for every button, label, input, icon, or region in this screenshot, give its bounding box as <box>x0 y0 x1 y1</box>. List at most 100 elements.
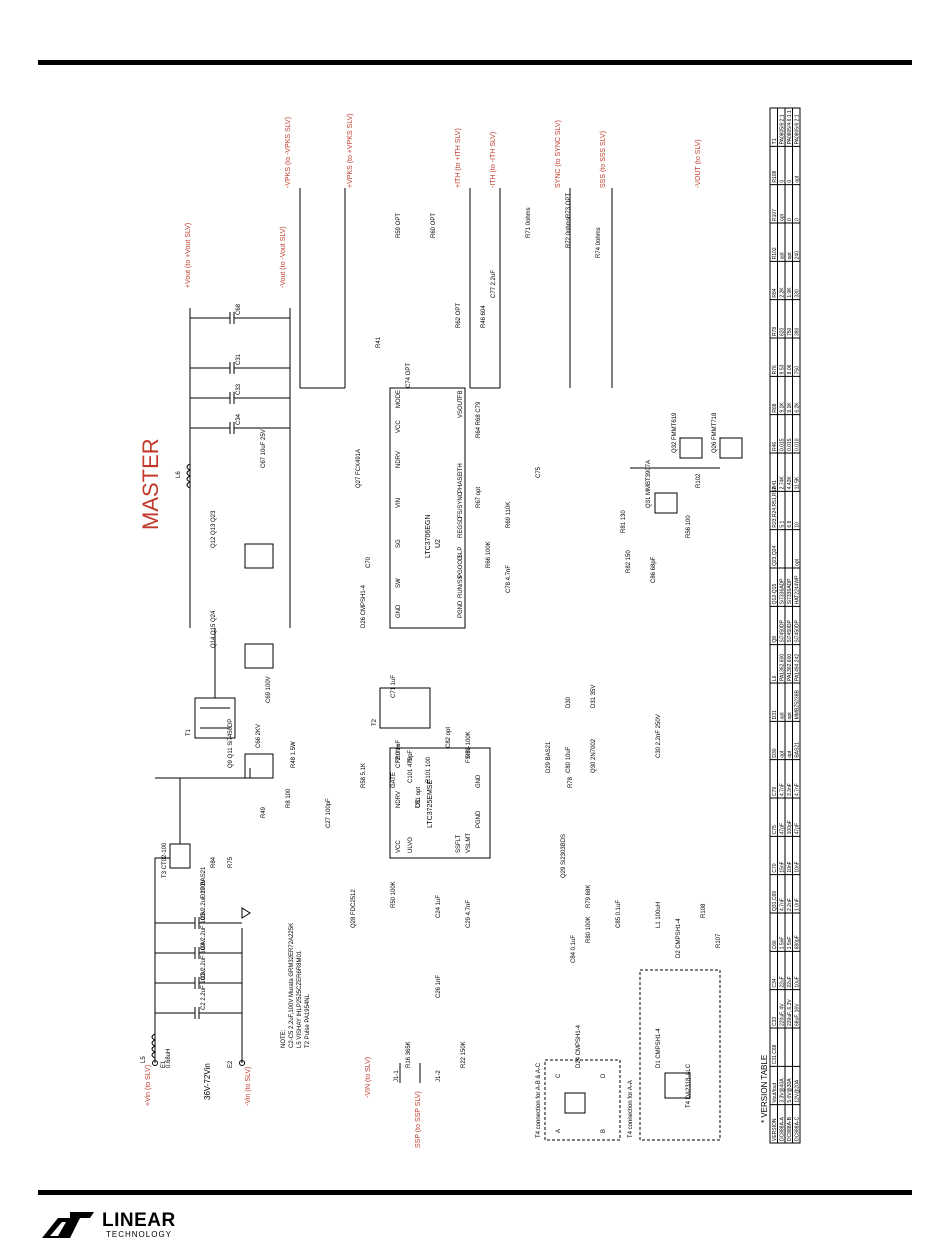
master-title: MASTER <box>138 438 163 530</box>
svg-text:ULVO: ULVO <box>408 837 414 853</box>
svg-text:C81 opt: C81 opt <box>416 787 422 808</box>
version-table-header: R102 <box>772 247 778 259</box>
input-range-label: 36V-72Vin <box>203 1063 212 1100</box>
version-table-header: C34 <box>772 978 778 987</box>
version-table-cell: PA0805/4:6:1:1 <box>787 110 793 144</box>
svg-text:D: D <box>601 1073 607 1078</box>
svg-text:VSOUT: VSOUT <box>458 397 464 418</box>
svg-text:T3 CT02-100: T3 CT02-100 <box>162 842 168 878</box>
version-table-cell: 1.5nF <box>780 937 786 950</box>
svg-text:C4 2.2uF 100V: C4 2.2uF 100V <box>201 910 207 950</box>
svg-text:R75: R75 <box>228 856 234 868</box>
u1-controller: U1 LTC3725EMSE FB/IN+ FS/IN- GND PGND VS… <box>389 744 491 859</box>
version-table-cell: Si7450DP <box>795 619 801 642</box>
svg-text:FS/IN-: FS/IN- <box>466 746 472 763</box>
svg-text:D27 BAS21: D27 BAS21 <box>201 866 207 898</box>
version-table-cell: 10 <box>795 522 801 528</box>
version-table: * VERSION TABLE VERSIONVout/IoutC31,C68C… <box>760 107 801 1144</box>
version-table-cell: 750 <box>787 327 793 336</box>
svg-text:R74 0ohms: R74 0ohms <box>596 227 602 258</box>
brand-name: LINEAR <box>102 1210 176 1231</box>
version-table-cell: 11.5K <box>795 476 801 489</box>
svg-text:R102: R102 <box>696 473 702 488</box>
svg-text:VSLMT: VSLMT <box>466 833 472 853</box>
q12-q13-q23-mosfet <box>244 543 274 569</box>
version-table-cell: MMBZ5238B <box>795 689 801 719</box>
svg-text:D26 CMPSH1-4: D26 CMPSH1-4 <box>361 584 367 628</box>
svg-text:C82 opt: C82 opt <box>446 727 452 748</box>
t4-inset-aa: T4 connection for A-A T4 DA2318-ALC <box>628 969 721 1141</box>
lt-logo-mark <box>42 1212 94 1238</box>
neg-vout-slv-label: -Vout (to -Vout SLV) <box>280 226 287 288</box>
version-table-cell: 10nF <box>795 861 801 872</box>
vout-slv-2-label: -VOUT (to SLV) <box>695 139 702 188</box>
version-table-header: Q12-Q15 <box>772 584 778 605</box>
version-table-header: Vout/Iout <box>772 1082 778 1102</box>
svg-text:SSFLT: SSFLT <box>456 834 462 853</box>
version-table-cell: 5.0V@30A <box>787 1078 793 1103</box>
version-table-header: R41 <box>772 480 778 489</box>
ground-arrow-1 <box>241 907 251 919</box>
version-table-cell: 4.42K <box>787 476 793 490</box>
svg-text:R63 100K: R63 100K <box>466 731 472 758</box>
svg-text:NDRV: NDRV <box>396 451 402 468</box>
svg-text:GND: GND <box>476 774 482 788</box>
version-table-cell: 3.3nF <box>787 783 793 796</box>
u1-part: LTC3725EMSE <box>427 780 434 828</box>
svg-text:NDRV: NDRV <box>396 791 402 808</box>
svg-text:Q30 2N7002: Q30 2N7002 <box>591 738 597 773</box>
version-table-header: L6 <box>772 675 778 681</box>
svg-text:R48 1.5W: R48 1.5W <box>291 741 297 768</box>
svg-text:R8 100: R8 100 <box>286 788 292 808</box>
t4-ac-label: T4 connection for A-B & A-C <box>536 1062 542 1138</box>
svg-text:C70: C70 <box>366 556 372 568</box>
version-table-cell: 1.0nF <box>795 898 801 911</box>
svg-text:R16 365K: R16 365K <box>406 1041 412 1068</box>
e1-terminal <box>152 1060 158 1066</box>
version-table-cell: Si7336ADP <box>787 578 793 605</box>
svg-text:C101 470pF: C101 470pF <box>408 750 414 783</box>
svg-text:C75: C75 <box>536 466 542 478</box>
svg-text:E1: E1 <box>161 1060 167 1068</box>
svg-text:Q29 Si2303BDS: Q29 Si2303BDS <box>561 834 567 878</box>
svg-text:VCC: VCC <box>396 420 402 433</box>
svg-text:MODE: MODE <box>396 390 402 408</box>
svg-text:SG: SG <box>396 539 402 548</box>
t4-aa-label: T4 connection for A-A <box>628 1080 634 1138</box>
version-table-cell: 220uF, 4V <box>780 1003 786 1026</box>
version-table-header: R76 <box>772 365 778 374</box>
svg-text:R59 OPT: R59 OPT <box>396 213 402 238</box>
note-4: T2 Pulse PA1954NL <box>305 993 311 1048</box>
version-table-cell: 680pF <box>795 935 801 949</box>
svg-text:Q32 FMMT619: Q32 FMMT619 <box>672 412 678 453</box>
svg-text:REGSD: REGSD <box>458 516 464 538</box>
svg-text:FS/SYNC: FS/SYNC <box>458 491 464 518</box>
svg-text:C84 0.1uF: C84 0.1uF <box>571 935 577 963</box>
version-table-header: R46 <box>772 442 778 451</box>
svg-text:D24 CMPSH1-4: D24 CMPSH1-4 <box>576 1024 582 1068</box>
svg-text:R78: R78 <box>568 776 574 788</box>
neg-vin-slv-label: -VIN (to SLV) <box>365 1057 372 1098</box>
svg-text:L5: L5 <box>141 1056 147 1063</box>
svg-text:0.68uH: 0.68uH <box>166 1049 172 1068</box>
svg-text:R69 110K: R69 110K <box>506 502 512 528</box>
version-table-header: R84 <box>772 288 778 297</box>
u1-ref: U1 <box>415 799 422 808</box>
version-table-header: R107 <box>772 209 778 221</box>
svg-text:R84: R84 <box>211 856 217 868</box>
svg-text:C5 2.2uF 100V: C5 2.2uF 100V <box>201 880 207 920</box>
svg-text:C77 2.2uF: C77 2.2uF <box>491 270 497 298</box>
version-table-header: C75 <box>772 825 778 834</box>
version-table-cell: 6.2K <box>795 402 801 413</box>
svg-text:C72 0.1uF: C72 0.1uF <box>396 740 402 768</box>
svg-text:R22 150K: R22 150K <box>461 1041 467 1068</box>
version-table-cell: 2.2K <box>780 287 786 298</box>
version-table-cell: 6.8 <box>787 520 793 527</box>
svg-text:FB/IN+: FB/IN+ <box>396 744 402 763</box>
version-table-cell: 1.0K <box>787 287 793 298</box>
svg-text:R108: R108 <box>701 903 707 918</box>
u2-part: LTC3706EGN <box>425 515 432 558</box>
version-table-cell: 9.53 <box>780 364 786 374</box>
version-table-cell: 12V@20A <box>795 1079 801 1103</box>
version-table-caption: * VERSION TABLE <box>760 1055 769 1123</box>
